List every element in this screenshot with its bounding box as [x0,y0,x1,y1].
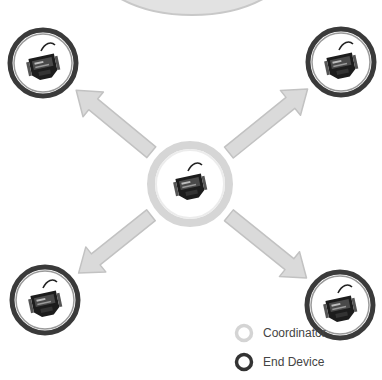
legend-text: End Device [263,352,324,372]
arrow-connector [225,89,308,158]
legend-swatch [234,352,254,372]
inner-ring [311,276,369,334]
xbee-module [323,42,359,81]
coordinator-node [146,140,234,228]
legend-row: End Device [234,352,324,372]
arrow-shape [79,210,156,273]
end-device-node [8,263,82,337]
legend-row: Coordinator [234,323,326,343]
arrow-shape [225,89,308,158]
legend-swatch [234,323,254,343]
legend-ring [237,355,252,370]
xbee-module [25,43,61,82]
end-device-ring [10,30,76,96]
ring-outline [304,25,378,99]
ring-outline [8,263,82,337]
legend-ring [237,326,252,341]
xbee-module [172,163,208,202]
arrow-shape [225,210,307,278]
arrow-connector [225,210,307,278]
xbee-module [322,285,358,324]
end-device-ring [12,267,78,333]
end-device-ring [308,29,374,95]
inner-ring [14,34,72,92]
ring-outline [146,140,234,228]
inner-ring [156,150,224,218]
xbee-module [27,280,63,319]
inner-ring [312,33,370,91]
legend-text: Coordinator [263,323,326,343]
end-device-node [304,25,378,99]
arrow-connector [79,210,156,273]
top-band [90,0,294,15]
end-device-node [6,26,80,100]
arrow-shape [76,90,156,157]
arrow-connector [76,90,156,157]
coordinator-ring [151,145,229,223]
inner-ring [16,271,74,329]
ring-outline [6,26,80,100]
